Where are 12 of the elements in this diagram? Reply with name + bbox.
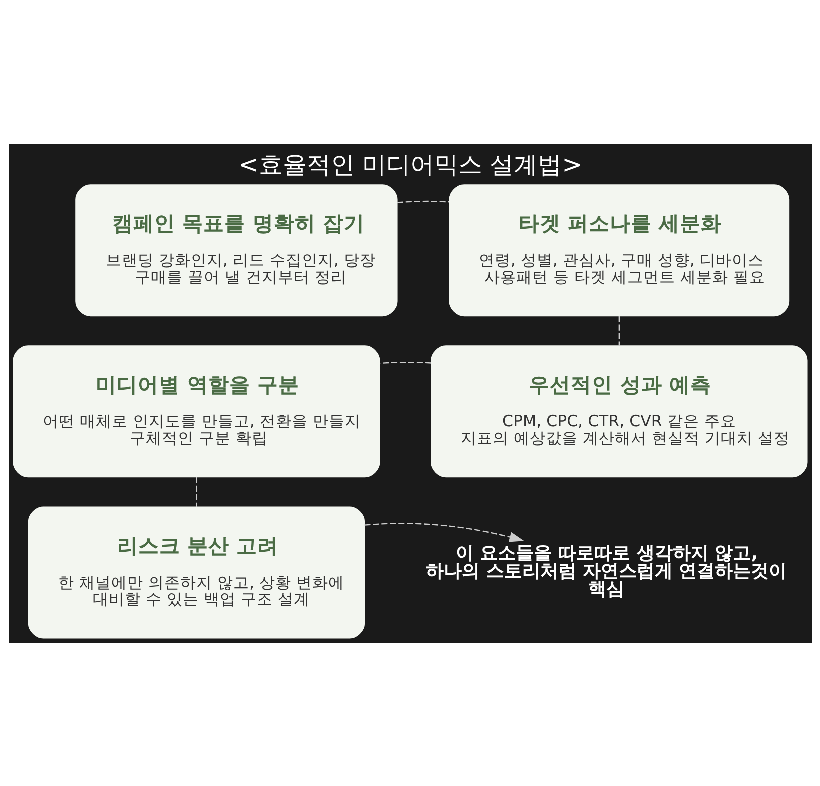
node-box: 타겟 퍼소나를 세분화 연령, 성별, 관심사, 구매 성향, 디바이스 사용패턴 등 타겟 세그먼트 세분화 필요 <box>448 184 790 316</box>
node-text: 이 요소들을 따로따로 생각하지 않고, 하나의 스토리처럼 자연스럽게 연결하는것이 핵심 <box>426 542 787 600</box>
connector <box>379 362 431 364</box>
node-box: 캠페인 목표를 명확히 잡기 브랜딩 강화인지, 리드 수집인지, 당장 구매를 끌어 낼 건지부터 정리 <box>75 184 398 316</box>
node-box: 우선적인 성과 예측 CPM, CPC, CTR, CVR 같은 주요 지표의 예상값을 계산해서 현실적 기대치 설정 <box>430 345 808 478</box>
node-box: 미디어별 역할을 구분 어떤 매체로 인지도를 만들고, 전환을 만들지 구체적인 구분 확립 <box>12 345 380 478</box>
node-box: 리스크 분산 고려 한 채널에만 의존하지 않고, 상황 변화에 대비할 수 있는 백업 구조 설계 <box>28 506 365 638</box>
connector <box>196 476 197 507</box>
connector <box>396 200 449 203</box>
arrow <box>364 522 524 542</box>
connector <box>618 316 620 346</box>
diagram-title: <효율적인 미디어믹스 설계법> <box>238 150 582 179</box>
